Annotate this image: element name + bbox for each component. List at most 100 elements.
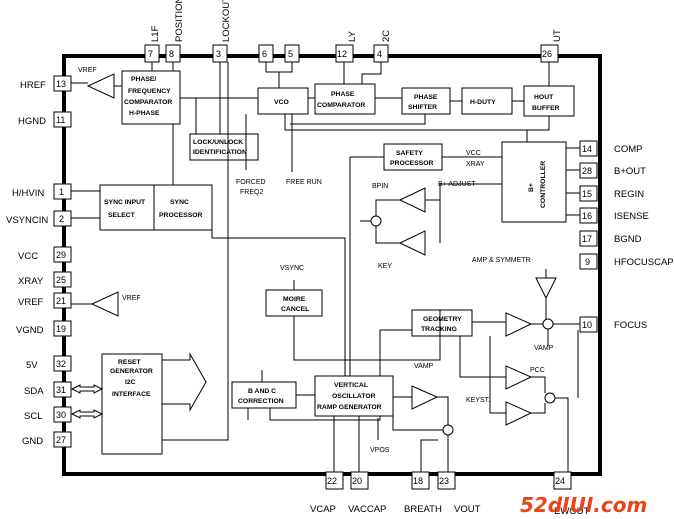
sda-scl-bidirectional-arrow-icon	[70, 384, 104, 419]
pin-28: 28 B+OUT	[579, 162, 646, 179]
pin-number: 17	[582, 234, 592, 244]
pin-number: 22	[327, 476, 337, 486]
pin-number: 31	[56, 385, 66, 395]
svg-text:MOIRE: MOIRE	[283, 296, 306, 303]
pin-label: B+OUT	[614, 166, 646, 177]
svg-text:GEOMETRY: GEOMETRY	[423, 316, 462, 323]
svg-text:RAMP GENERATOR: RAMP GENERATOR	[317, 404, 382, 411]
pin-number: 18	[413, 476, 423, 486]
block-h-duty: H-DUTY	[461, 87, 513, 115]
pin-label: 2C	[381, 30, 392, 42]
pin-label: SCL	[24, 411, 42, 422]
pin-number: 6	[262, 49, 267, 59]
free-run-label: FREE RUN	[286, 179, 322, 186]
left-pins: HREF 13 HGND 11 H/HVIN 1 VSYNCIN 2 VCC 2…	[6, 75, 72, 448]
vcc-input-label: VCC	[466, 150, 481, 157]
svg-text:SYNC: SYNC	[170, 199, 189, 206]
pin-label: VCC	[18, 251, 38, 262]
pin-11: HGND 11	[18, 111, 72, 128]
pin-label: HGND	[18, 116, 46, 127]
svg-text:B+: B+	[528, 183, 535, 192]
pin-label: H/HVIN	[12, 188, 44, 199]
block-phase-frequency-comparator: PHASE/ FREQUENCY COMPARATOR H-PHASE	[121, 70, 181, 125]
block-phase-comparator: PHASE COMPARATOR	[314, 83, 376, 115]
pin-14: 14 COMP	[579, 140, 643, 157]
pin-number: 10	[582, 320, 592, 330]
block-vco: VCO	[257, 87, 309, 115]
svg-text:CANCEL: CANCEL	[281, 306, 309, 313]
svg-text:RESET: RESET	[118, 359, 142, 366]
svg-text:H-PHASE: H-PHASE	[129, 110, 160, 117]
vamp-label: VAMP	[414, 363, 434, 370]
svg-text:INTERFACE: INTERFACE	[112, 391, 151, 398]
pin-21: VREF 21	[18, 292, 72, 309]
block-b-plus-controller: B+ CONTROLLER	[501, 141, 567, 223]
amp-symmetry-amplifier-icon	[505, 312, 533, 337]
pin-number: 9	[585, 257, 590, 267]
svg-text:PHASE: PHASE	[331, 91, 355, 98]
pin-13: HREF 13	[20, 75, 72, 92]
block-phase-shifter: PHASE SHIFTER	[401, 87, 451, 115]
svg-text:CORRECTION: CORRECTION	[238, 398, 284, 405]
block-geometry-tracking: GEOMETRY TRACKING	[411, 309, 473, 337]
pin-7: 7 L1F	[144, 25, 161, 63]
block-sync-input-select: SYNC INPUT SELECT	[99, 184, 155, 231]
svg-text:GENERATOR: GENERATOR	[110, 368, 153, 375]
block-safety-processor: SAFETY PROCESSOR	[383, 143, 443, 171]
pin-10: 10 FOCUS	[579, 316, 647, 333]
key-amplifier-icon	[398, 230, 426, 256]
pin-label: BREATH	[404, 504, 442, 515]
svg-text:HOUT: HOUT	[534, 94, 554, 101]
pin-number: 8	[169, 49, 174, 59]
svg-text:CONTROLLER: CONTROLLER	[540, 161, 547, 208]
pin-label: HREF	[20, 80, 46, 91]
b-adjust-label: B+ ADJUST	[438, 181, 476, 188]
pin-22: 22 VCAP	[310, 471, 344, 515]
pin-label: LOCKOUT	[221, 0, 232, 42]
svg-text:SAFETY: SAFETY	[396, 150, 423, 157]
pin-number: 19	[56, 324, 66, 334]
pin-label: GND	[22, 436, 43, 447]
bottom-pins: 22 VCAP 20 VACCAP 18 BREATH 23 VOUT 24 E…	[310, 471, 590, 517]
pin-29: VCC 29	[18, 246, 72, 263]
pin-number: 16	[582, 211, 592, 221]
summing-node-icon	[370, 215, 382, 227]
pin-number: 5	[288, 49, 293, 59]
pin-label: BGND	[614, 234, 642, 245]
vref-buffer-icon	[90, 291, 119, 317]
svg-text:PHASE/: PHASE/	[131, 76, 156, 83]
pin-8: 8 POSITION	[165, 0, 185, 63]
pin-number: 4	[377, 49, 382, 59]
pin-label: VGND	[16, 325, 44, 336]
pin-number: 12	[337, 49, 347, 59]
block-moire-cancel: MOIRE CANCEL	[265, 289, 323, 317]
vref-label: VREF	[78, 67, 97, 74]
vref-label: VREF	[122, 295, 141, 302]
pcc-amplifier-icon	[505, 365, 533, 390]
pin-number: 20	[352, 476, 362, 486]
svg-text:FREQUENCY: FREQUENCY	[128, 88, 171, 95]
pin-label: VOUT	[454, 504, 481, 515]
block-b-and-c-correction: B AND C CORRECTION	[231, 381, 297, 409]
pin-number: 24	[555, 476, 565, 486]
svg-text:LOCK/UNLOCK: LOCK/UNLOCK	[193, 139, 243, 146]
focus-amplifier-icon	[535, 277, 557, 300]
href-buffer-icon	[86, 73, 115, 99]
pin-3: 3 LOCKOUT	[212, 0, 232, 63]
pin-number: 32	[56, 359, 66, 369]
pin-number: 11	[56, 115, 65, 125]
pin-number: 25	[56, 275, 66, 285]
summing-node-icon	[544, 392, 556, 404]
pin-25: XRAY 25	[18, 271, 72, 288]
pin-20: 20 VACCAP	[348, 471, 386, 515]
pin-number: 1	[59, 187, 64, 197]
summing-node-icon	[442, 424, 454, 436]
svg-text:SHIFTER: SHIFTER	[408, 104, 437, 111]
pin-label: LY	[347, 30, 358, 42]
right-pins: 14 COMP 28 B+OUT 15 REGIN 16 ISENSE 17 B…	[579, 140, 674, 333]
pin-label: REGIN	[614, 189, 644, 200]
pin-12: 12 LY	[335, 30, 358, 63]
keystone-label: KEYST.	[466, 397, 490, 404]
svg-text:BUFFER: BUFFER	[532, 105, 560, 112]
